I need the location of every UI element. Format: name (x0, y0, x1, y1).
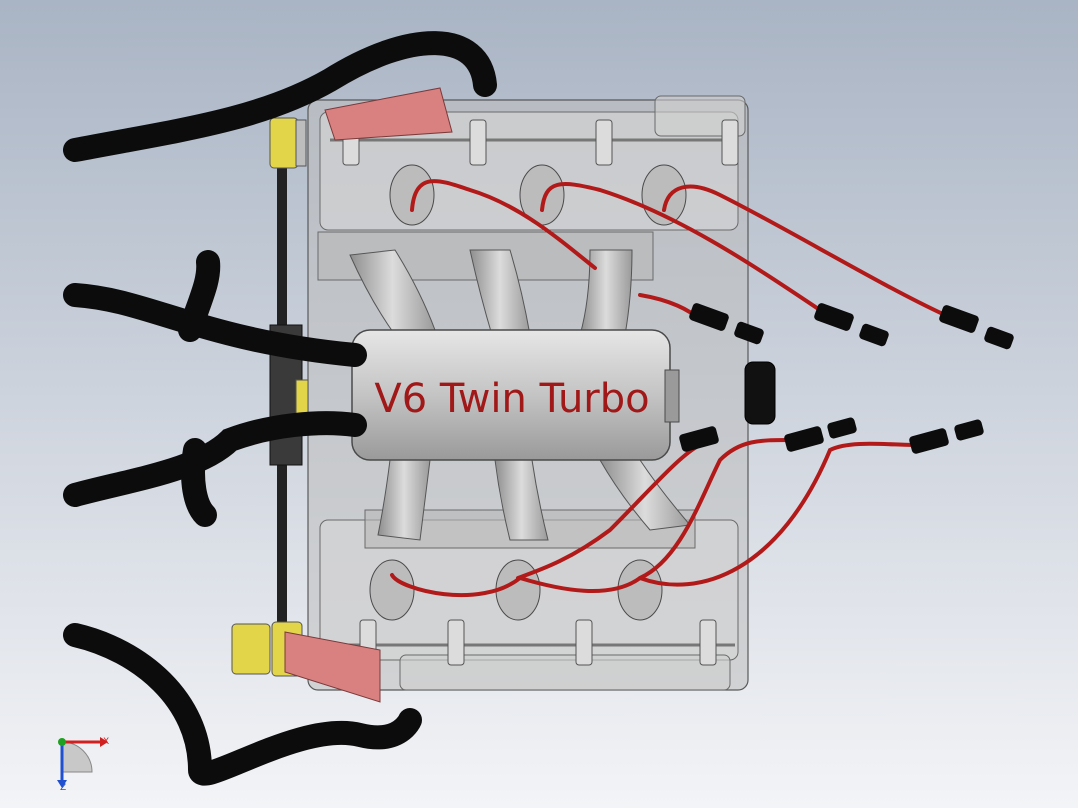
hose-top (63, 31, 497, 162)
intake-plenum[interactable]: V6 Twin Turbo (351, 329, 680, 461)
cam-cap-bolts-bottom (359, 619, 717, 666)
triad-z-label: Z (60, 783, 66, 793)
throttle-body[interactable] (744, 361, 776, 425)
triad-x-label: X (103, 737, 109, 747)
engine-label: V6 Twin Turbo (374, 376, 649, 422)
exhaust-bracket-top (324, 87, 453, 141)
ignition-wires[interactable] (390, 179, 947, 598)
hoses[interactable] (63, 31, 497, 786)
hose-lower-mid (63, 411, 367, 507)
hose-upper-mid-branch (178, 250, 221, 342)
reference-triad: X Z (57, 737, 109, 793)
wire-boots (679, 303, 1014, 454)
crank-pulley[interactable] (295, 379, 309, 417)
hose-lower-mid-branch (181, 438, 217, 527)
cam-pulley-top[interactable] (269, 117, 307, 169)
hose-bottom (63, 623, 422, 786)
exhaust-bracket-bottom (284, 631, 381, 703)
